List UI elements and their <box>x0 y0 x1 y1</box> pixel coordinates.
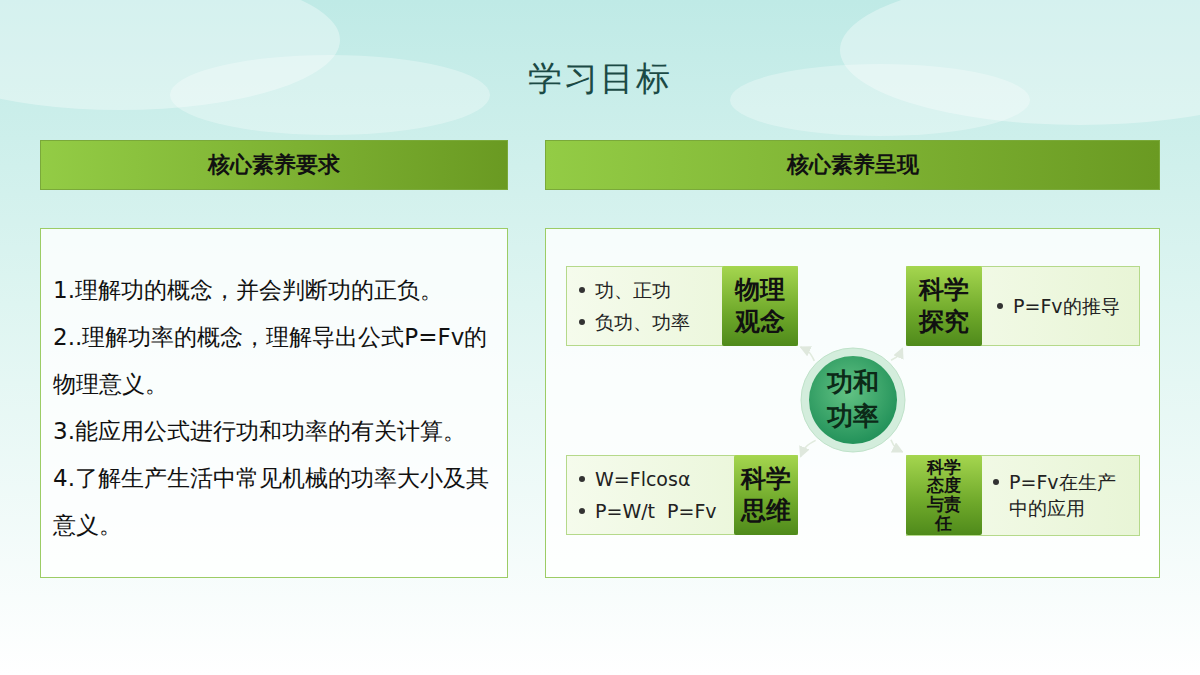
panel: 核心素养呈现功、正功负功、功率物理观念P=Fv的推导科学探究功和功率W=Flco… <box>545 140 1160 578</box>
bullet-list: P=Fv在生产中的应用 <box>989 456 1131 535</box>
objective-item: 2..理解功率的概念，理解导出公式P=Fv的物理意义。 <box>53 314 497 408</box>
bullet-dot <box>579 319 585 325</box>
bullet-row: 功、正功 <box>575 277 717 303</box>
bullet-dot <box>579 287 585 293</box>
bullet-text: 负功、功率 <box>595 309 690 335</box>
tag-text: 物理观念 <box>734 274 785 337</box>
content-box: W=FlcosαP=W/t P=Fv 科学思维 <box>566 455 798 535</box>
bullet-dot <box>579 508 585 514</box>
bullet-row: P=Fv在生产中的应用 <box>989 469 1131 521</box>
content-box: P=Fv的推导 科学探究 <box>906 266 1140 346</box>
bullet-text: P=Fv的推导 <box>1013 293 1120 319</box>
panel-body: 1.理解功的概念，并会判断功的正负。2..理解功率的概念，理解导出公式P=Fv的… <box>40 228 508 578</box>
bullet-list: P=Fv的推导 <box>993 267 1133 345</box>
objective-item: 3.能应用公式进行功和功率的有关计算。 <box>53 408 497 455</box>
center-text: 功和功率 <box>826 366 881 434</box>
bullet-row: P=W/t P=Fv <box>575 498 729 524</box>
bullet-list: 功、正功负功、功率 <box>575 267 717 345</box>
bullet-dot <box>997 303 1003 309</box>
tag-text: 科学态度与责任 <box>926 458 961 533</box>
bullet-text: W=Flcosα <box>595 466 690 492</box>
category-tag: 物理观念 <box>722 266 798 346</box>
bullet-text: 功、正功 <box>595 277 671 303</box>
objective-item: 1.理解功的概念，并会判断功的正负。 <box>53 267 497 314</box>
header-band: 核心素养要求 <box>40 140 508 190</box>
category-tag: 科学思维 <box>734 455 798 535</box>
content-box: P=Fv在生产中的应用 科学态度与责任 <box>906 455 1140 536</box>
center-circle: 功和功率 <box>800 347 906 453</box>
bullet-dot <box>579 476 585 482</box>
bullet-text: P=Fv <box>667 498 717 524</box>
header-band: 核心素养呈现 <box>545 140 1160 190</box>
bullet-row: P=Fv的推导 <box>993 293 1133 319</box>
panel-heading: 核心素养呈现 <box>787 150 919 180</box>
tag-text: 科学探究 <box>918 274 969 337</box>
bullet-list: W=FlcosαP=W/t P=Fv <box>575 456 729 534</box>
bullet-row: 负功、功率 <box>575 309 717 335</box>
tag-text: 科学思维 <box>740 463 791 526</box>
bullet-row: W=Flcosα <box>575 466 729 492</box>
bullet-dot <box>993 479 999 485</box>
content-box: 功、正功负功、功率物理观念 <box>566 266 798 346</box>
category-tag: 科学态度与责任 <box>906 455 982 536</box>
objective-item: 4.了解生产生活中常见机械的功率大小及其意义。 <box>53 455 497 549</box>
category-tag: 科学探究 <box>906 266 982 346</box>
panel-heading: 核心素养要求 <box>208 150 340 180</box>
circle-outline <box>800 347 906 453</box>
bullet-text: P=W/t <box>595 498 655 524</box>
bullet-text: P=Fv在生产中的应用 <box>1009 469 1119 521</box>
panel: 核心素养要求 1.理解功的概念，并会判断功的正负。2..理解功率的概念，理解导出公… <box>40 140 508 578</box>
page-title: 学习目标 <box>0 56 1200 102</box>
